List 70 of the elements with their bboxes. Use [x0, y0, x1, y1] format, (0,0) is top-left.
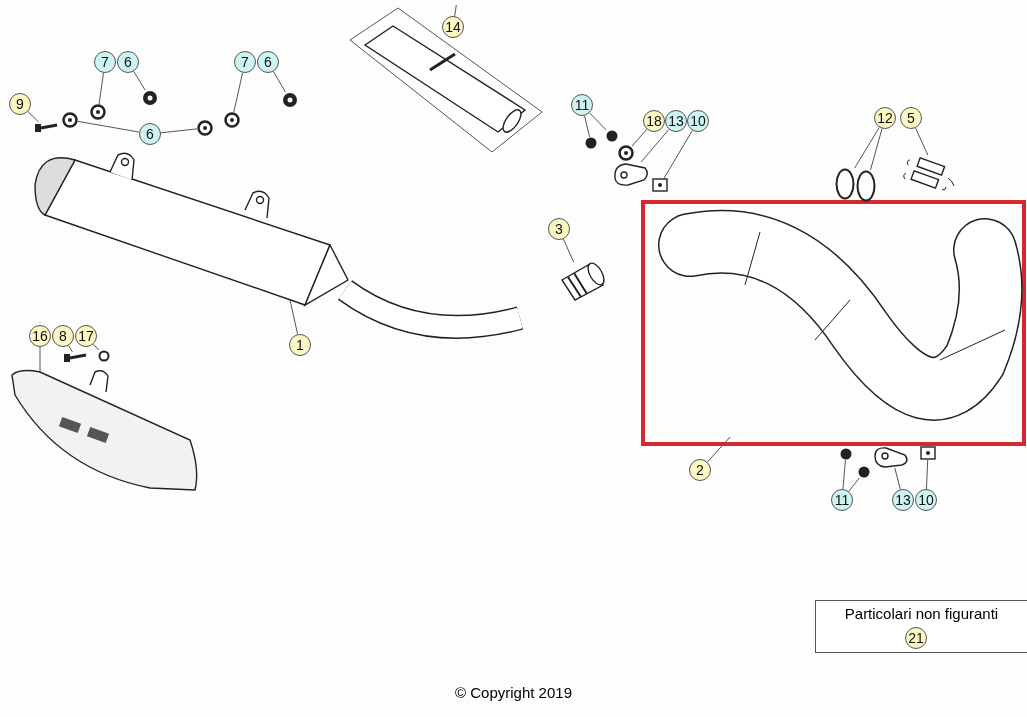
- callout-number: 18: [643, 110, 665, 132]
- leader-line: [854, 126, 880, 169]
- nut-drawing: [142, 90, 158, 106]
- leader-line: [631, 128, 648, 147]
- leader-line: [233, 72, 244, 113]
- leader-line: [663, 129, 693, 179]
- callout-number: 8: [52, 325, 74, 347]
- bracket-drawing: [612, 162, 650, 186]
- callout-number: 1: [289, 334, 311, 356]
- leader-line: [68, 344, 73, 353]
- copyright-notice: © Copyright 2019: [455, 684, 572, 701]
- leader-line: [27, 111, 40, 123]
- bolt-drawing: [585, 137, 597, 149]
- callout-number: 3: [548, 218, 570, 240]
- leader-line: [925, 459, 929, 490]
- bolt-drawing: [858, 466, 870, 478]
- callout-number: 21: [905, 627, 927, 649]
- leader-line: [77, 120, 140, 133]
- leader-line: [39, 346, 41, 374]
- callout-number: 13: [665, 110, 687, 132]
- callout-number: 10: [915, 489, 937, 511]
- leader-line: [273, 71, 286, 93]
- callout-number: 2: [689, 459, 711, 481]
- washer-drawing: [197, 120, 213, 136]
- bolt-drawing: [606, 130, 618, 142]
- washer-drawing: [224, 112, 240, 128]
- leader-line: [98, 72, 104, 105]
- leader-line: [894, 467, 901, 490]
- washer-drawing: [98, 350, 110, 362]
- callout-number: 6: [257, 51, 279, 73]
- leader-line: [289, 299, 299, 335]
- callout-number: 11: [831, 489, 853, 511]
- leader-line: [848, 477, 860, 492]
- callout-number: 12: [874, 107, 896, 129]
- o-ring-drawing: [835, 168, 855, 200]
- node-box: [815, 600, 1027, 653]
- leader-line: [589, 112, 607, 131]
- leader-line: [640, 128, 670, 163]
- callout-number: 11: [571, 94, 593, 116]
- o-ring-drawing: [856, 170, 876, 202]
- washer-drawing: [619, 146, 633, 160]
- leader-line: [915, 127, 929, 156]
- callout-number: 5: [900, 107, 922, 129]
- coupling-drawing: [560, 262, 605, 302]
- bolt-drawing: [64, 352, 88, 364]
- callout-number: 7: [234, 51, 256, 73]
- callout-number: 7: [94, 51, 116, 73]
- rubber-mount-drawing: [920, 446, 936, 460]
- leader-line: [160, 128, 198, 134]
- washer-drawing: [62, 112, 78, 128]
- bolt-drawing: [840, 448, 852, 460]
- washer-drawing: [90, 104, 106, 120]
- callout-number: 16: [29, 325, 51, 347]
- callout-number: 13: [892, 489, 914, 511]
- callout-number: 9: [9, 93, 31, 115]
- callout-number: 6: [139, 123, 161, 145]
- leader-line: [584, 115, 591, 138]
- leader-line: [562, 238, 575, 263]
- callout-number: 6: [117, 51, 139, 73]
- callout-number: 17: [75, 325, 97, 347]
- callout-number: 10: [687, 110, 709, 132]
- rubber-mount-drawing: [652, 178, 668, 192]
- leader-line: [706, 436, 731, 463]
- note-text: Particolari non figuranti: [843, 605, 1000, 622]
- leader-line: [869, 128, 883, 171]
- nut-drawing: [282, 92, 298, 108]
- leader-line: [133, 70, 146, 91]
- callout-number: 14: [442, 16, 464, 38]
- leader-line: [92, 343, 100, 351]
- leader-line: [842, 459, 846, 490]
